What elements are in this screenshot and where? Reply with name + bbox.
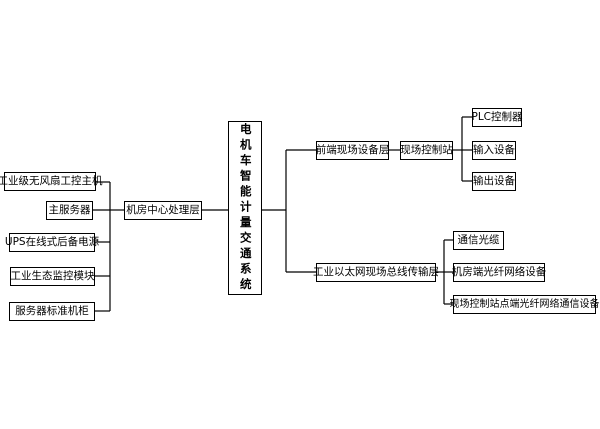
root-node-system: 电机车智能计量交通系统 (228, 121, 262, 295)
node-input-device: 输入设备 (472, 141, 516, 160)
node-plc-controller: PLC控制器 (472, 108, 523, 127)
node-main-server: 主服务器 (46, 201, 93, 220)
node-machine-room-processing-layer: 机房中心处理层 (124, 201, 202, 220)
node-room-fiber-network-device: 机房端光纤网络设备 (452, 263, 546, 282)
node-output-device: 输出设备 (472, 172, 516, 191)
node-ups-power: UPS在线式后备电源 (5, 233, 99, 252)
node-field-control-station: 现场控制站 (400, 141, 453, 160)
node-station-fiber-communication-device: 现场控制站点端光纤网络通信设备 (450, 295, 600, 314)
node-environment-monitoring: 工业生态监控模块 (10, 267, 95, 286)
node-server-cabinet: 服务器标准机柜 (9, 302, 95, 321)
node-industrial-fanless-pc: 工业级无风扇工控主机 (0, 172, 103, 191)
node-industrial-ethernet-bus-layer: 工业以太网现场总线传输层 (313, 263, 439, 282)
node-frontend-field-device-layer: 前端现场设备层 (316, 141, 389, 160)
node-communication-optical-cable: 通信光缆 (453, 231, 504, 250)
